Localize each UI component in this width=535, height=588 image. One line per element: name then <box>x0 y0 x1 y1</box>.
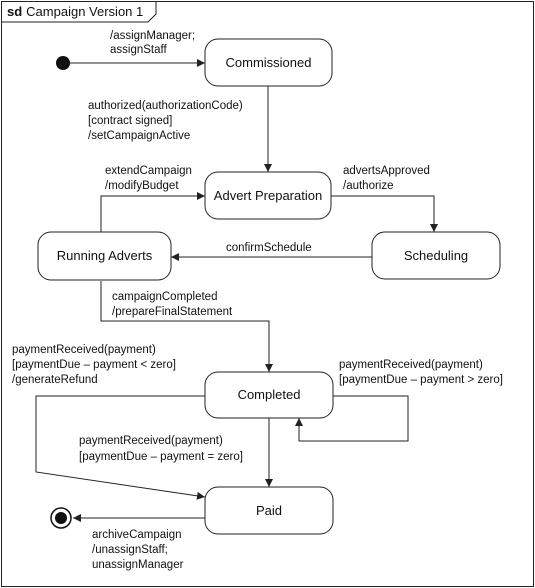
label-line: archiveCampaign <box>92 529 182 541</box>
label-scheduling-to-running: confirmSchedule <box>226 242 312 254</box>
state-completed: Completed <box>204 371 334 419</box>
label-running-to-completed: campaignCompleted /prepareFinalStatement <box>112 291 233 318</box>
edge-running-to-prep <box>100 192 205 232</box>
label-line: unassignManager <box>92 559 184 571</box>
state-commissioned: Commissioned <box>204 38 333 87</box>
label-paid-to-final: archiveCampaign /unassignStaff; unassign… <box>92 529 185 571</box>
label-line: advertsApproved <box>343 165 430 177</box>
label-line: /authorize <box>343 180 394 192</box>
label-completed-to-paid: paymentReceived(payment) [paymentDue – p… <box>79 435 243 463</box>
state-paid: Paid <box>204 486 334 535</box>
state-scheduling: Scheduling <box>371 231 501 280</box>
label-line: extendCampaign <box>105 165 192 177</box>
label-line: paymentReceived(payment) <box>79 435 223 447</box>
label-line: /modifyBudget <box>105 180 179 192</box>
state-advert-preparation: Advert Preparation <box>204 171 332 220</box>
label-line: paymentReceived(payment) <box>339 359 483 371</box>
state-running-adverts: Running Adverts <box>37 231 172 281</box>
label-completed-self: paymentReceived(payment) [paymentDue – p… <box>339 359 503 386</box>
edge-completed-refund <box>35 395 206 500</box>
edge-running-to-completed <box>100 281 273 372</box>
state-label: Commissioned <box>226 55 312 70</box>
frame-title: sd Campaign Version 1 <box>7 4 143 19</box>
label-line: /generateRefund <box>12 374 98 386</box>
state-label: Completed <box>238 387 301 402</box>
label-line: authorized(authorizationCode) <box>88 100 243 112</box>
frame-keyword: sd <box>7 4 22 19</box>
state-label: Running Adverts <box>57 248 153 263</box>
label-line: [paymentDue – payment < zero] <box>12 359 176 371</box>
label-commissioned-to-prep: authorized(authorizationCode) [contract … <box>88 100 246 142</box>
label-line: campaignCompleted <box>112 291 217 303</box>
frame-title-tab <box>1 1 157 23</box>
label-initial-to-commissioned: /assignManager; assignStaff <box>110 30 198 56</box>
edge-prep-to-scheduling <box>331 195 438 232</box>
label-line: [paymentDue – payment = zero] <box>79 451 243 463</box>
label-prep-to-scheduling: advertsApproved /authorize <box>343 165 433 192</box>
state-label: Advert Preparation <box>214 188 322 203</box>
label-running-to-prep: extendCampaign /modifyBudget <box>105 165 195 192</box>
edge-completed-self <box>295 395 409 442</box>
label-line: [paymentDue – payment > zero] <box>339 374 503 386</box>
label-completed-refund: paymentReceived(payment) [paymentDue – p… <box>12 344 179 386</box>
label-line: /assignManager; <box>110 30 195 42</box>
final-state-core <box>55 512 67 524</box>
label-line: confirmSchedule <box>226 242 312 254</box>
state-label: Scheduling <box>404 248 468 263</box>
label-line: [contract signed] <box>88 115 172 127</box>
label-line: /setCampaignActive <box>88 130 190 142</box>
label-line: /unassignStaff; <box>92 544 168 556</box>
label-line: paymentReceived(payment) <box>12 344 156 356</box>
frame-title-text: Campaign Version 1 <box>26 4 143 19</box>
label-line: assignStaff <box>110 44 167 56</box>
label-line: /prepareFinalStatement <box>112 306 233 318</box>
state-label: Paid <box>256 503 282 518</box>
initial-state-node <box>56 56 70 70</box>
